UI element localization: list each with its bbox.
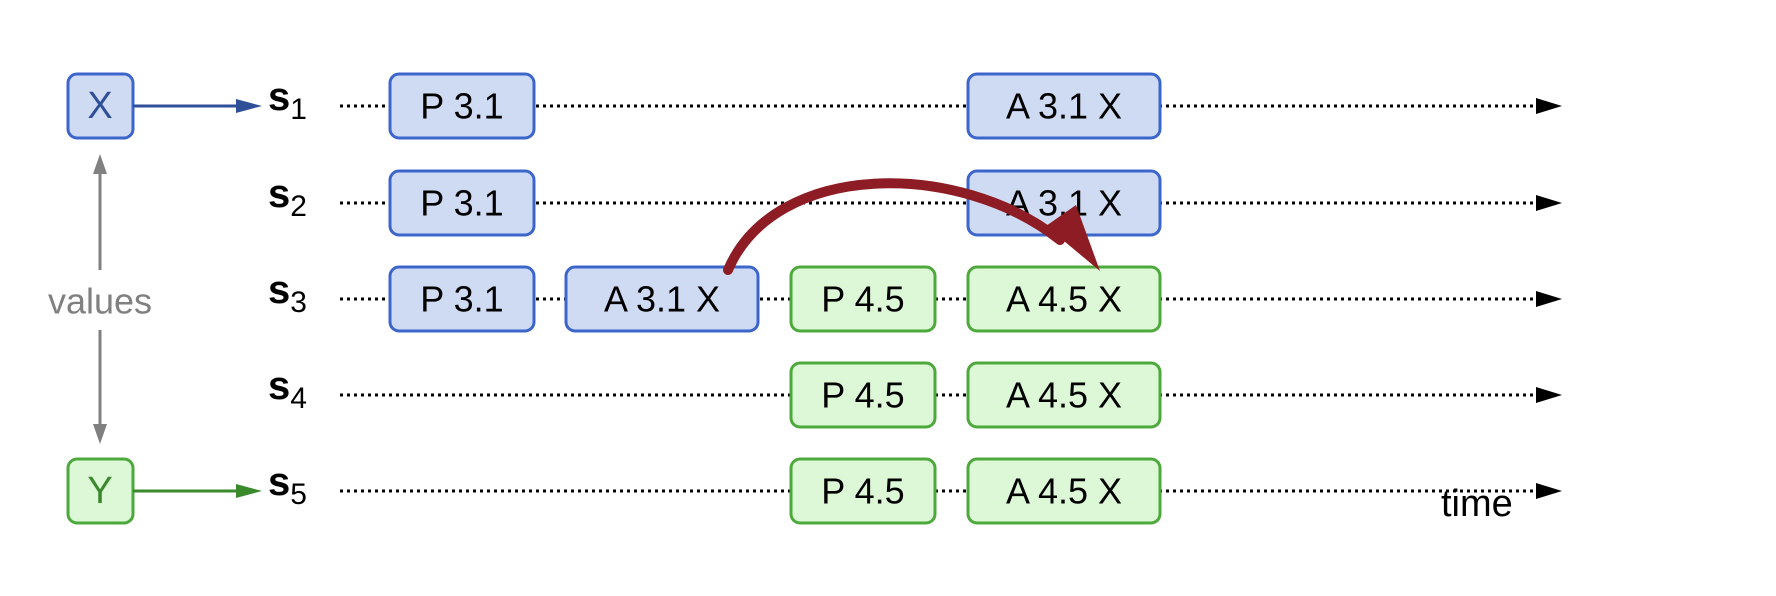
svg-text:X: X [87, 85, 112, 127]
server-label-s2: s2 [268, 172, 307, 223]
event-box: A 3.1 X [564, 265, 760, 333]
proposer-y-box: Y [66, 457, 135, 525]
event-box: P 3.1 [388, 265, 536, 333]
event-box: A 4.5 X [966, 457, 1162, 525]
server-labels: s1 s2 s3 s4 s5 [268, 75, 307, 511]
server-label-s5: s5 [268, 460, 307, 511]
svg-text:A 3.1 X: A 3.1 X [604, 279, 720, 320]
value-carry-arrowhead [1046, 205, 1100, 271]
svg-text:P 4.5: P 4.5 [821, 279, 904, 320]
value-carry-arrow [723, 178, 1100, 275]
svg-text:A 4.5 X: A 4.5 X [1006, 375, 1122, 416]
proposers: X Y [66, 72, 135, 525]
svg-text:A 3.1 X: A 3.1 X [1006, 86, 1122, 127]
values-arrowhead-up [93, 154, 107, 174]
proposer-x-box: X [66, 72, 135, 140]
timeline-arrowhead [1536, 98, 1562, 114]
svg-text:P 3.1: P 3.1 [420, 86, 503, 127]
values-label: values [48, 281, 152, 322]
svg-text:A 4.5 X: A 4.5 X [1006, 279, 1122, 320]
event-box: P 4.5 [789, 265, 937, 333]
svg-text:A 4.5 X: A 4.5 X [1006, 471, 1122, 512]
timeline-arrowheads [1536, 98, 1562, 499]
svg-text:Y: Y [87, 470, 112, 512]
server-label-s4: s4 [268, 364, 307, 415]
svg-text:P 4.5: P 4.5 [821, 471, 904, 512]
server-label-s3: s3 [268, 268, 307, 319]
time-label: time [1441, 483, 1513, 525]
proposer-y-arrowhead [236, 484, 262, 498]
event-box: A 4.5 X [966, 265, 1162, 333]
values-arrowhead-down [93, 424, 107, 444]
event-box: P 3.1 [388, 72, 536, 140]
svg-text:P 3.1: P 3.1 [420, 183, 503, 224]
proposer-x-arrowhead [236, 99, 262, 113]
event-box: P 3.1 [388, 169, 536, 237]
svg-text:P 4.5: P 4.5 [821, 375, 904, 416]
timeline-arrowhead [1536, 195, 1562, 211]
timeline-arrowhead [1536, 483, 1562, 499]
event-box: A 4.5 X [966, 361, 1162, 429]
event-box: P 4.5 [789, 361, 937, 429]
value-carry-curve [723, 178, 1065, 275]
svg-text:P 3.1: P 3.1 [420, 279, 503, 320]
server-label-s1: s1 [268, 75, 307, 126]
event-box: A 3.1 X [966, 72, 1162, 140]
values-indicator: values [48, 154, 152, 444]
timeline-arrowhead [1536, 291, 1562, 307]
event-box: P 4.5 [789, 457, 937, 525]
timeline-arrowhead [1536, 387, 1562, 403]
